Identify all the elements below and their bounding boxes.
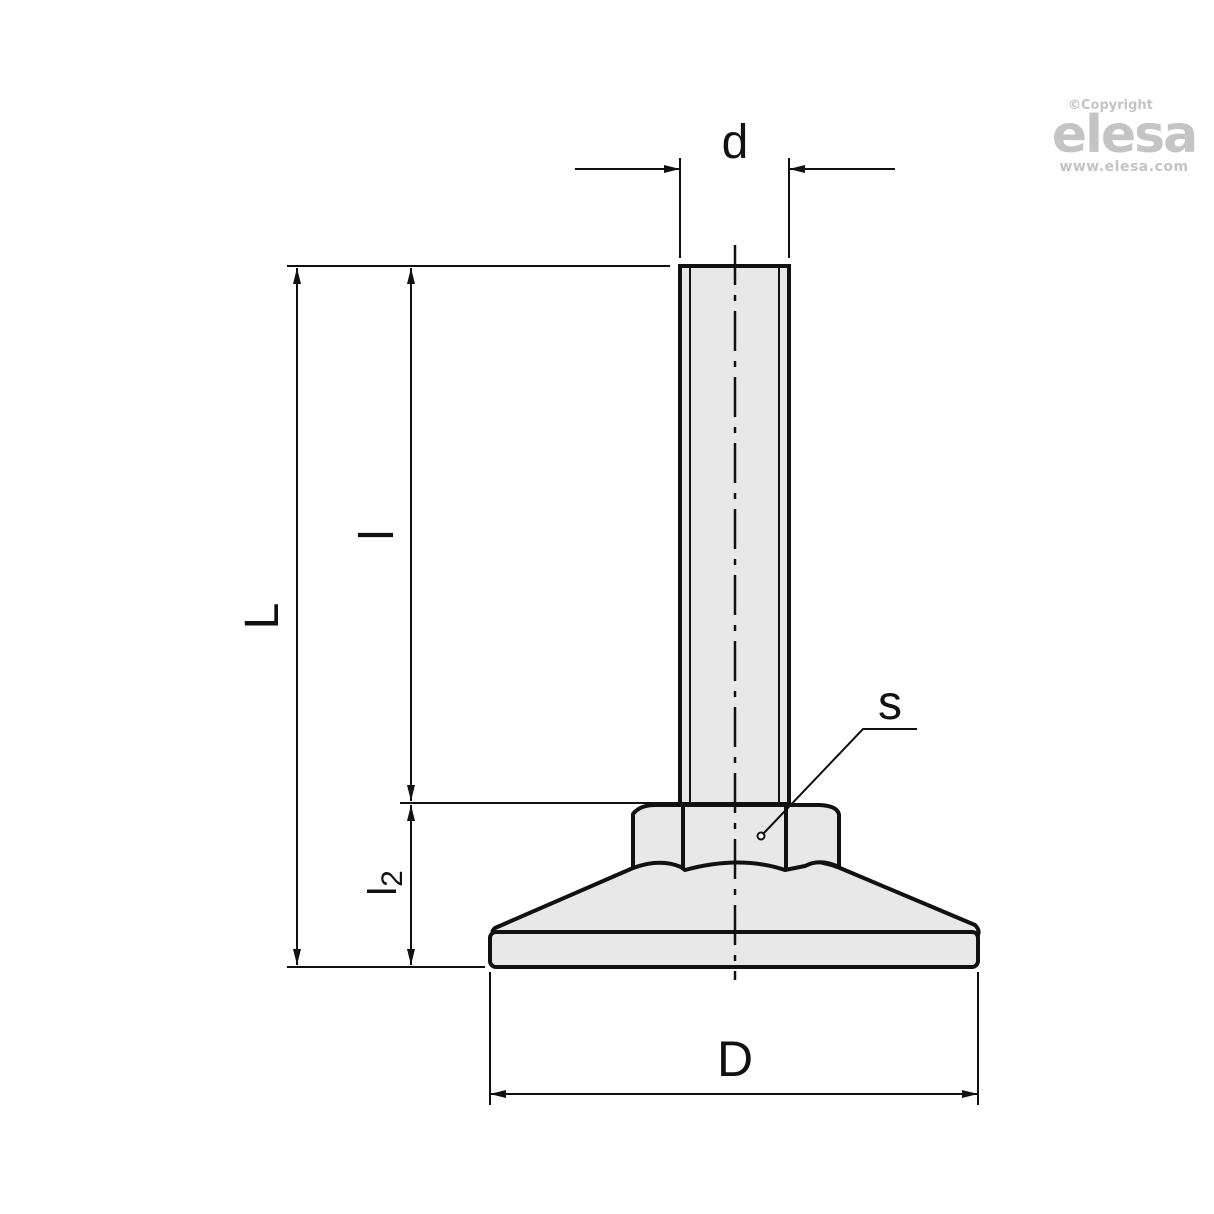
brand-logo: elesa — [1051, 105, 1198, 165]
label-d: d — [722, 116, 749, 169]
label-l: l — [351, 530, 404, 541]
label-s: s — [878, 677, 902, 730]
watermark: ©Copyright elesa www.elesa.com — [1044, 98, 1204, 175]
hex-nut — [631, 803, 841, 872]
dimension-D: D — [489, 972, 979, 1105]
copyright-text: ©Copyright — [1068, 98, 1153, 113]
leader-s: s — [756, 677, 917, 841]
label-l2-subscript: 2 — [376, 870, 409, 887]
dimension-d: d — [575, 116, 895, 258]
label-D: D — [717, 1031, 753, 1087]
dimension-L: L — [236, 268, 301, 965]
base-disc — [488, 858, 981, 969]
label-l2: l2 — [361, 870, 409, 896]
dimension-l2: l2 — [361, 805, 415, 965]
dimension-l: l — [351, 268, 415, 801]
part-body — [488, 245, 981, 980]
website-url: www.elesa.com — [1059, 159, 1189, 175]
label-L: L — [236, 603, 289, 630]
